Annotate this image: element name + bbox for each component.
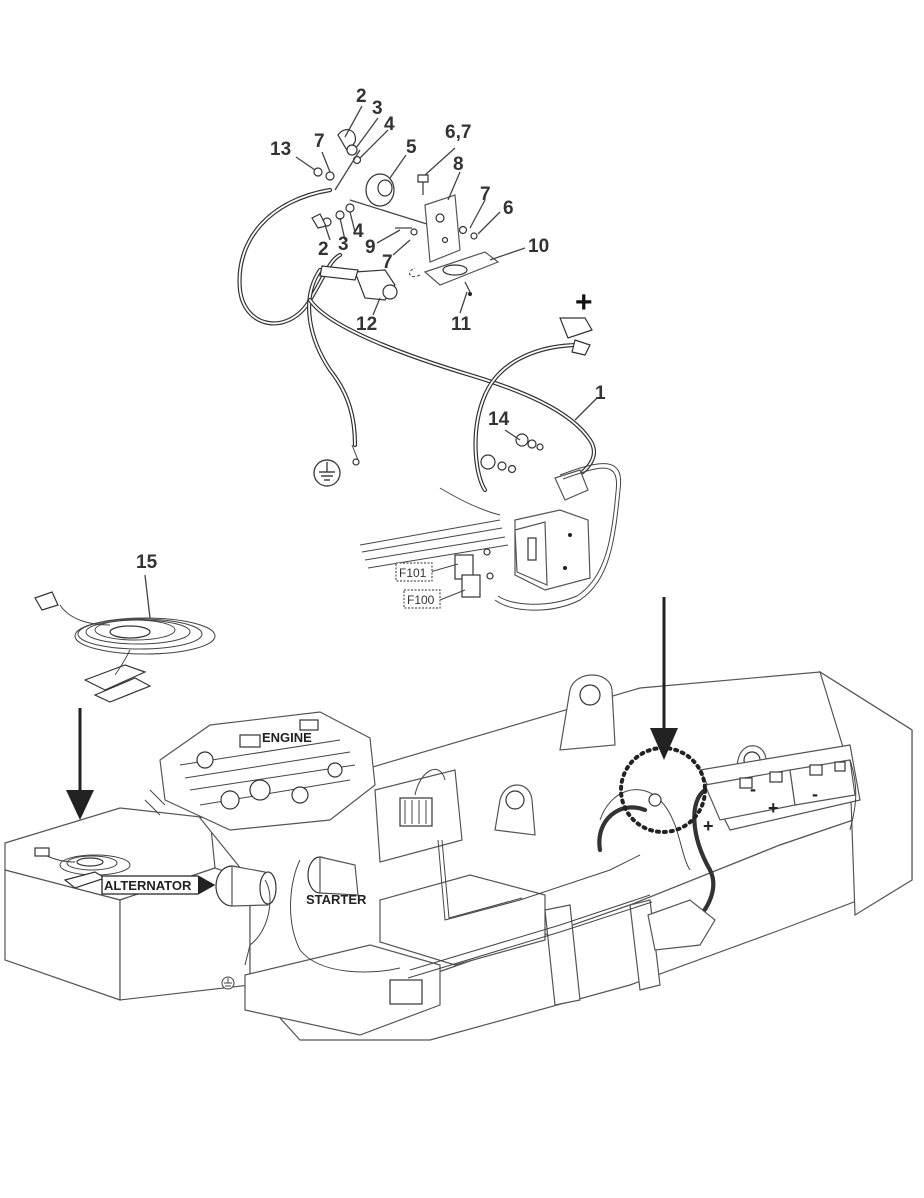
starter-illustration — [290, 856, 401, 973]
callout-10: 10 — [528, 236, 549, 257]
callout-4b: 4 — [353, 221, 364, 242]
callout-11: 11 — [451, 314, 472, 335]
callout-6-7: 6,7 — [445, 122, 471, 143]
callout-3a: 3 — [372, 98, 383, 119]
callout-1: 1 — [595, 383, 606, 404]
callout-15: 15 — [136, 552, 158, 573]
callout-numbers: 2 3 4 5 7 13 6,7 8 7 6 2 3 4 9 7 10 11 1… — [136, 86, 606, 573]
relay-board — [374, 768, 716, 1005]
positive-sign: + — [575, 286, 593, 319]
callout-6: 6 — [503, 198, 514, 219]
callout-7b: 7 — [480, 184, 491, 205]
callout-9: 9 — [365, 237, 376, 258]
callout-8: 8 — [453, 154, 464, 175]
callout-leaders — [295, 105, 598, 441]
jumper-cable-coil — [34, 574, 216, 703]
battery-minus-2: - — [812, 784, 818, 804]
fuse-label-f101: F101 — [399, 566, 427, 580]
callout-3b: 3 — [338, 234, 349, 255]
svg-text:ALTERNATOR: ALTERNATOR — [104, 878, 192, 893]
ground-symbol-icon — [313, 459, 341, 487]
battery-plus-1: + — [703, 816, 714, 836]
alternator-illustration — [215, 865, 277, 966]
alternator-label: ALTERNATOR — [101, 875, 216, 895]
vehicle-chassis — [4, 670, 913, 1041]
starter-label: STARTER — [306, 892, 367, 907]
chassis-ground-icon — [221, 976, 235, 990]
callout-13: 13 — [270, 139, 291, 160]
fuse-label-f100: F100 — [407, 593, 435, 607]
callout-5: 5 — [406, 137, 417, 158]
down-arrow-icon — [650, 597, 678, 760]
callout-4a: 4 — [384, 114, 395, 135]
callout-2b: 2 — [318, 239, 329, 260]
battery-cable-assembly — [237, 129, 622, 611]
engine-label: ENGINE — [262, 730, 312, 745]
down-arrow-icon — [66, 708, 94, 820]
callout-7c: 7 — [382, 252, 393, 273]
callout-12: 12 — [356, 314, 377, 335]
battery-plus-2: + — [768, 798, 779, 818]
callout-14: 14 — [488, 409, 510, 430]
engine-illustration — [144, 711, 376, 831]
callout-2a: 2 — [356, 86, 367, 107]
battery-minus-1: - — [750, 779, 756, 799]
callout-7a: 7 — [314, 131, 325, 152]
